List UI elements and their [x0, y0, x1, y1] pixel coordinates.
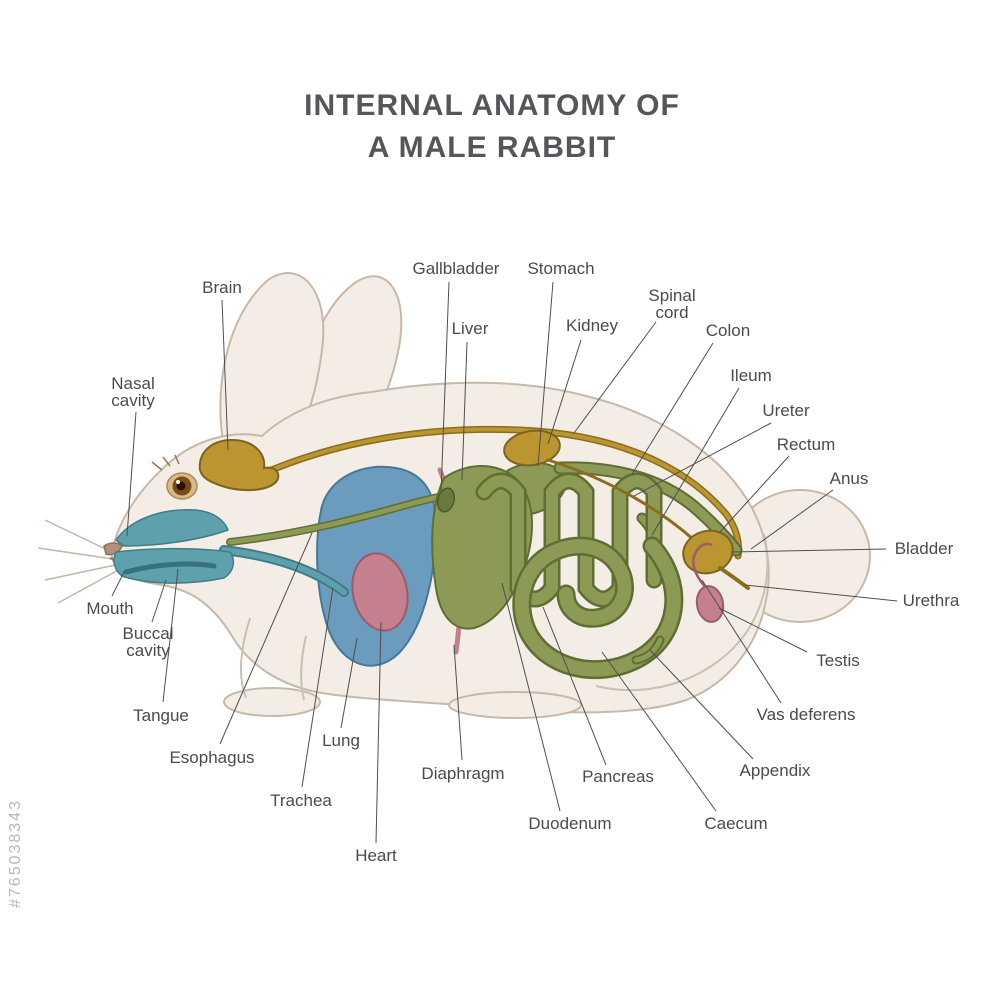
- label-bladder: Bladder: [895, 539, 954, 558]
- label-spinal-cord-line2: cord: [655, 303, 688, 322]
- leader-diaphragm: [453, 644, 463, 761]
- label-liver: Liver: [452, 319, 489, 338]
- organ-ureter: [546, 458, 696, 542]
- leader-appendix: [649, 649, 754, 760]
- label-ileum: Ileum: [730, 366, 772, 385]
- eye-highlight: [176, 480, 180, 484]
- organ-heart: [351, 552, 409, 632]
- label-nasal-cavity-line1: Nasal: [111, 374, 154, 393]
- leader-ileum: [651, 387, 740, 536]
- label-tangue: Tangue: [133, 706, 189, 725]
- organ-tongue: [123, 561, 217, 575]
- watermark-text: #765038343: [7, 799, 24, 908]
- label-nasal-cavity-line2: cavity: [111, 391, 155, 410]
- label-heart: Heart: [355, 846, 397, 865]
- organ-gallbladder: [436, 487, 456, 513]
- eye-lashes: [151, 454, 180, 471]
- label-gallbladder: Gallbladder: [413, 259, 500, 278]
- rabbit-front-paw: [223, 687, 321, 717]
- label-vas-deferens: Vas deferens: [757, 705, 856, 724]
- leader-spinal-cord: [573, 321, 657, 434]
- leader-caecum: [601, 651, 717, 812]
- rabbit-eye: [151, 454, 198, 500]
- leader-anus: [750, 489, 834, 550]
- whisker-line: [37, 547, 121, 561]
- leader-lines: [111, 281, 898, 844]
- leader-urethra: [744, 584, 898, 602]
- whiskers: [37, 519, 123, 604]
- front-leg-line: [240, 617, 251, 699]
- label-anus: Anus: [830, 469, 869, 488]
- leader-rectum: [719, 455, 790, 533]
- organ-spinal-cord: [260, 427, 741, 558]
- leader-liver: [461, 341, 468, 481]
- leader-colon: [631, 342, 714, 475]
- leader-pancreas: [542, 606, 607, 766]
- whisker-line: [44, 563, 121, 581]
- title-line-2: A MALE RABBIT: [368, 131, 617, 164]
- organ-bladder: [682, 529, 734, 575]
- rabbit-hind-foot: [448, 691, 582, 719]
- leader-gallbladder: [440, 281, 450, 494]
- organ-small-intestine: [478, 475, 660, 605]
- organ-kidney: [503, 429, 561, 467]
- leader-ureter: [633, 422, 772, 497]
- label-ureter: Ureter: [762, 401, 810, 420]
- organ-nasal-cavity: [114, 509, 229, 547]
- label-pancreas: Pancreas: [582, 767, 654, 786]
- label-mouth: Mouth: [86, 599, 133, 618]
- label-duodenum: Duodenum: [528, 814, 611, 833]
- label-diaphragm: Diaphragm: [421, 764, 504, 783]
- leader-tangue: [162, 568, 179, 703]
- leader-bladder: [730, 548, 887, 553]
- organ-trachea: [221, 547, 347, 595]
- label-esophagus: Esophagus: [169, 748, 254, 767]
- leader-mouth: [111, 571, 125, 597]
- label-caecum: Caecum: [704, 814, 767, 833]
- leader-brain: [221, 299, 229, 451]
- leader-trachea: [301, 587, 334, 788]
- title-line-1: INTERNAL ANATOMY OF: [304, 89, 680, 122]
- hind-haunch-line: [595, 533, 769, 692]
- label-brain: Brain: [202, 278, 242, 297]
- label-buccal-cavity-line1: Buccal: [122, 624, 173, 643]
- label-trachea: Trachea: [270, 791, 332, 810]
- label-kidney: Kidney: [566, 316, 618, 335]
- leader-kidney: [547, 339, 582, 445]
- leader-vas-deferens: [701, 579, 782, 704]
- organ-vas-deferens: [692, 542, 713, 589]
- whisker-line: [57, 567, 123, 604]
- label-rectum: Rectum: [777, 435, 836, 454]
- leader-buccal-cavity: [151, 579, 167, 623]
- label-appendix: Appendix: [740, 761, 811, 780]
- leader-stomach: [537, 281, 554, 467]
- diagram-title: INTERNAL ANATOMY OF A MALE RABBIT: [304, 89, 680, 164]
- label-spinal-cord-line1: Spinal: [648, 286, 695, 305]
- organ-urethra: [718, 566, 750, 590]
- label-urethra: Urethra: [903, 591, 960, 610]
- leader-duodenum: [501, 582, 561, 812]
- organs: [113, 425, 750, 680]
- front-leg-line-2: [300, 635, 307, 701]
- leader-heart: [375, 621, 382, 844]
- label-testis: Testis: [816, 651, 859, 670]
- leader-lung: [340, 637, 358, 729]
- organ-testis: [695, 585, 725, 623]
- organ-appendix: [633, 637, 663, 663]
- leader-esophagus: [219, 532, 313, 745]
- label-colon: Colon: [706, 321, 750, 340]
- label-buccal-cavity-line2: cavity: [126, 641, 170, 660]
- label-lung: Lung: [322, 731, 360, 750]
- leader-testis: [718, 607, 808, 653]
- label-stomach: Stomach: [527, 259, 594, 278]
- leader-nasal-cavity: [126, 411, 137, 537]
